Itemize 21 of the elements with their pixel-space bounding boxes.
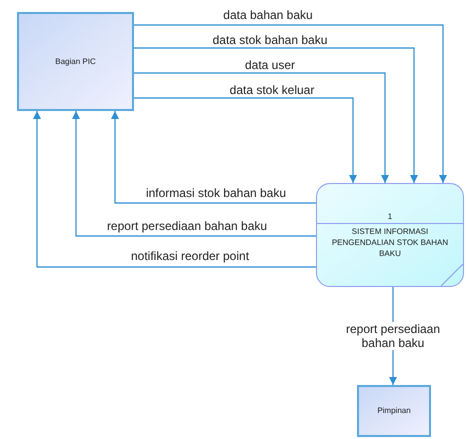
edge-label: informasi stok bahan baku: [144, 186, 288, 200]
arrow: [111, 111, 316, 204]
edge-label: notifikasi reorder point: [130, 249, 250, 263]
arrow: [72, 111, 316, 237]
arrow: [134, 47, 418, 183]
arrow: [134, 72, 389, 183]
edge-label: data stok bahan baku: [212, 33, 328, 47]
edge-label: data bahan baku: [222, 8, 314, 22]
arrow: [134, 97, 357, 183]
edge-label: report persediaan bahan baku: [106, 219, 268, 233]
edge-label: data stok keluar: [228, 83, 316, 97]
entity-box: [357, 385, 431, 437]
entity-name: Bagian PIC: [55, 56, 96, 66]
entity-box: [17, 12, 134, 111]
edge-label: data user: [244, 58, 296, 72]
arrow: [33, 111, 316, 268]
process-name: SISTEM INFORMASI PENGENDALIAN STOK BAHAN BAKU: [330, 226, 450, 259]
process-number: 1: [388, 212, 392, 222]
process-box: [316, 183, 464, 287]
arrow: [134, 24, 447, 183]
entity-name: Pimpinan: [377, 406, 411, 416]
